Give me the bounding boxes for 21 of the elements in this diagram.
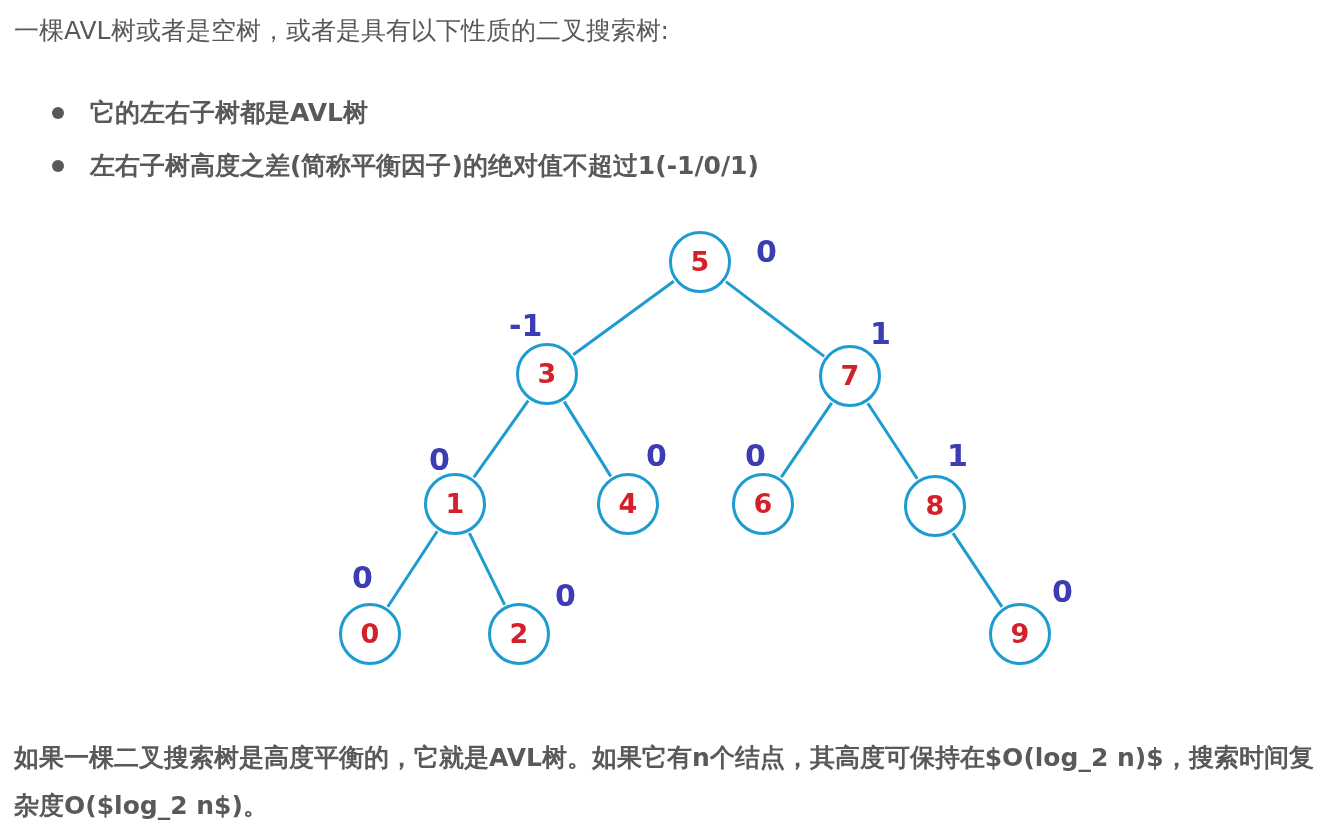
- balance-factor: 0: [646, 441, 667, 471]
- tree-edge: [562, 400, 613, 478]
- tree-edge: [572, 280, 675, 356]
- balance-factor: 0: [352, 563, 373, 593]
- tree-edge: [780, 402, 833, 478]
- intro-text: 一棵AVL树或者是空树，或者是具有以下性质的二叉搜索树:: [14, 15, 669, 47]
- tree-edge: [472, 399, 530, 479]
- paragraph: 如果一棵二叉搜索树是高度平衡的，它就是AVL树。如果它有n个结点，其高度可保持在$O(log_2 n)$，搜索时间复杂度O($log_2 n$)。: [14, 742, 1315, 822]
- tree-edge: [724, 280, 826, 358]
- balance-factor: 0: [429, 445, 450, 475]
- balance-factor: 0: [756, 237, 777, 267]
- balance-factor: 1: [947, 441, 968, 471]
- tree-edge: [866, 402, 919, 480]
- bullet-text: 它的左右子树都是AVL树: [90, 97, 368, 129]
- balance-factor: 0: [745, 441, 766, 471]
- bullet-text: 左右子树高度之差(简称平衡因子)的绝对值不超过1(-1/0/1): [90, 150, 759, 182]
- balance-factor: 0: [555, 581, 576, 611]
- balance-factor: 0: [1052, 577, 1073, 607]
- balance-factor: -1: [509, 311, 543, 341]
- tree-edge: [951, 532, 1004, 608]
- tree-edge: [386, 530, 439, 608]
